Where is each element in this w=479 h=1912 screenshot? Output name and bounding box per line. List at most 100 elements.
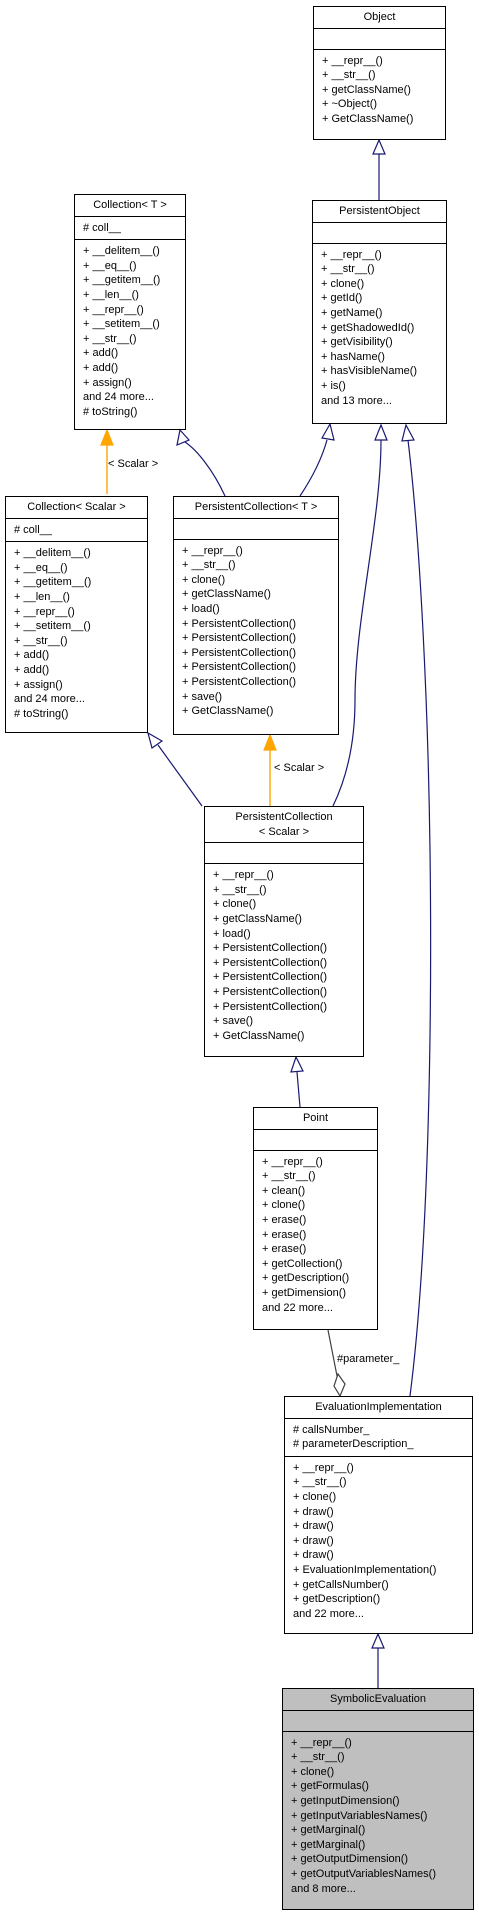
member-line: + getInputDimension() — [291, 1794, 400, 1807]
attributes-section — [174, 519, 338, 540]
member-line: + __eq__() — [83, 259, 137, 272]
member-line: + getCallsNumber() — [293, 1578, 389, 1591]
attributes-section: # coll__ — [75, 217, 185, 241]
member-line: + draw() — [293, 1534, 334, 1547]
class-name: EvaluationImplementation — [285, 1397, 472, 1419]
member-line: + __len__() — [14, 590, 70, 603]
member-line: + __delitem__() — [83, 245, 160, 258]
class-evaluation-implementation[interactable]: EvaluationImplementation # callsNumber_#… — [284, 1396, 473, 1634]
class-object[interactable]: Object + __repr__()+ __str__()+ getClass… — [313, 6, 446, 140]
member-line: + __eq__() — [14, 561, 68, 574]
class-name: Point — [254, 1108, 377, 1130]
member-line: + assign() — [14, 678, 63, 691]
member-line: + __repr__() — [293, 1461, 354, 1474]
member-line: + clone() — [291, 1765, 335, 1778]
edge-pcollection-t-to-persistentobject — [299, 439, 328, 497]
member-line: + PersistentCollection() — [213, 956, 328, 969]
member-line: + PersistentCollection() — [182, 661, 297, 674]
methods-section: + __delitem__()+ __eq__() + __getitem__()… — [75, 240, 185, 423]
member-line: + draw() — [293, 1520, 334, 1533]
member-line: + getOutputVariablesNames() — [291, 1867, 437, 1880]
member-line: + getName() — [321, 306, 383, 319]
methods-section: + __repr__()+ __str__()+ clone()+ getCla… — [205, 864, 363, 1047]
class-name: Collection< T > — [75, 195, 185, 217]
member-line: + __getitem__() — [83, 274, 161, 287]
attributes-section — [283, 1711, 473, 1732]
class-collection-t[interactable]: Collection< T > # coll__ + __delitem__()… — [74, 194, 186, 430]
class-symbolic-evaluation[interactable]: SymbolicEvaluation + __repr__()+ __str__… — [282, 1688, 474, 1910]
member-line: + __str__() — [322, 69, 376, 82]
member-line: # coll__ — [14, 523, 52, 536]
member-line: + add() — [83, 347, 119, 360]
class-name: Collection< Scalar > — [6, 497, 147, 519]
member-line: # toString() — [83, 405, 138, 418]
methods-section: + __repr__()+ __str__()+ clean()+ clone(… — [254, 1151, 377, 1320]
member-line: + PersistentCollection() — [182, 675, 297, 688]
member-line: + __str__() — [182, 559, 236, 572]
member-line: + getMarginal() — [291, 1838, 366, 1851]
methods-section: + __repr__() + __str__()+ clone() + draw()… — [285, 1457, 472, 1626]
member-line: + GetClassName() — [322, 112, 414, 125]
member-line: + __repr__() — [83, 303, 144, 316]
member-line: + getShadowedId() — [321, 321, 415, 334]
methods-section: + __delitem__()+ __eq__()+ __getitem__()… — [6, 542, 147, 725]
inheritance-arrowhead — [371, 1632, 385, 1649]
member-line: # parameterDescription_ — [293, 1438, 414, 1451]
member-line: and 22 more... — [262, 1301, 333, 1314]
member-line: + save() — [182, 690, 223, 703]
member-line: + getOutputDimension() — [291, 1853, 409, 1866]
member-line: + __str__() — [262, 1170, 316, 1183]
edge-point-to-pcollection-scalar — [296, 1071, 301, 1108]
member-line: + GetClassName() — [182, 705, 274, 718]
inheritance-arrowhead — [401, 423, 415, 442]
member-line: + add() — [14, 649, 50, 662]
methods-section: + __repr__()+ __str__()+ clone()+ getFor… — [283, 1732, 473, 1901]
member-line: + GetClassName() — [213, 1029, 305, 1042]
member-line: + is() — [321, 379, 346, 392]
class-persistent-collection-scalar[interactable]: PersistentCollection < Scalar > + __repr… — [204, 806, 364, 1057]
member-line: + PersistentCollection() — [213, 1000, 328, 1013]
member-line: # toString() — [14, 707, 69, 720]
member-line: + __repr__() — [213, 869, 274, 882]
edge-pcollection-scalar-to-collection-scalar — [157, 744, 203, 807]
member-line: + clone() — [293, 1490, 337, 1503]
class-persistent-object[interactable]: PersistentObject + __repr__()+ __str__()… — [312, 200, 447, 424]
template-arrowhead — [263, 733, 277, 751]
member-line: + __len__() — [83, 288, 139, 301]
inheritance-arrowhead — [147, 731, 164, 749]
class-name-line-1: PersistentCollection — [235, 811, 333, 823]
class-persistent-collection-t[interactable]: PersistentCollection< T > + __repr__()+ … — [173, 496, 339, 735]
class-name-line-2: < Scalar > — [258, 825, 310, 838]
class-name: SymbolicEvaluation — [283, 1689, 473, 1711]
class-collection-scalar[interactable]: Collection< Scalar > # coll__ + __delite… — [5, 496, 148, 733]
member-line: + __str__() — [291, 1751, 345, 1764]
member-line: + hasName() — [321, 350, 385, 363]
member-line: + PersistentCollection() — [182, 617, 297, 630]
member-line: + getClassName() — [182, 588, 271, 601]
member-line: + getClassName() — [322, 83, 411, 96]
edge-evaluationimplementation-to-persistentobject — [407, 439, 432, 1397]
member-line: + getId() — [321, 292, 363, 305]
member-line: + load() — [182, 602, 220, 615]
member-line: + erase() — [262, 1228, 307, 1241]
inheritance-arrowhead — [321, 422, 335, 441]
attributes-section — [205, 843, 363, 865]
member-line: + save() — [213, 1015, 254, 1028]
member-line: + __setitem__() — [83, 318, 160, 331]
member-line: + getFormulas() — [291, 1780, 369, 1793]
member-line: + add() — [83, 361, 119, 374]
member-line: + __str__() — [83, 332, 137, 345]
member-line: + clone() — [213, 898, 257, 911]
class-point[interactable]: Point + __repr__()+ __str__()+ clean()+ … — [253, 1107, 378, 1330]
template-arg-label-persistent-collection: < Scalar > — [274, 762, 325, 774]
member-line: + __str__() — [14, 634, 68, 647]
member-line: + PersistentCollection() — [182, 646, 297, 659]
attributes-section: # callsNumber_# parameterDescription_ — [285, 1419, 472, 1457]
member-line: + __str__() — [293, 1476, 347, 1489]
inheritance-arrowhead — [374, 423, 388, 441]
member-line: + __setitem__() — [14, 620, 91, 633]
member-line: + __repr__() — [322, 54, 383, 67]
edge-pcollection-t-to-collection-t — [184, 441, 226, 497]
member-line: + __delitem__() — [14, 547, 91, 560]
